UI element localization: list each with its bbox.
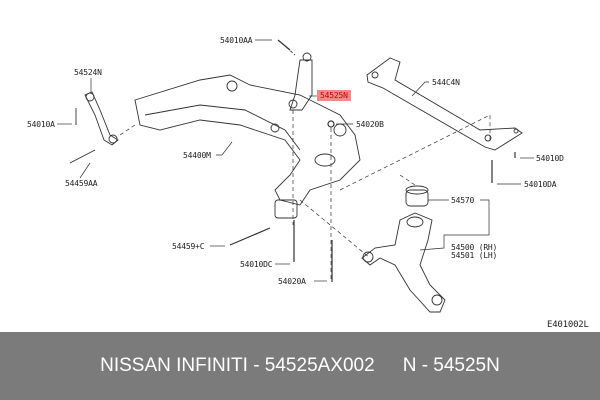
bushing-54570 — [405, 185, 429, 207]
label-54525n-highlighted[interactable]: 54525N — [317, 90, 351, 101]
label-54570[interactable]: 54570 — [451, 196, 475, 205]
mount-bushing — [274, 199, 298, 219]
part-number-footer: NISSAN INFINITI - 54525AX002 N - 54525N — [0, 332, 600, 400]
link-54524n — [69, 91, 119, 164]
bracket-54525n — [282, 43, 313, 111]
label-54010d[interactable]: 54010D — [536, 154, 564, 163]
assembly-guides — [119, 110, 491, 280]
short-part-number: N - 54525N — [402, 355, 500, 376]
bolts — [229, 39, 516, 282]
label-54020a[interactable]: 54020A — [278, 277, 306, 286]
full-part-number: NISSAN INFINITI - 54525AX002 — [100, 355, 375, 376]
label-54020b[interactable]: 54020B — [356, 120, 384, 129]
label-54459c[interactable]: 54459+C — [172, 242, 205, 251]
label-54459aa[interactable]: 54459AA — [65, 179, 98, 188]
subframe-54400m — [134, 74, 361, 206]
lower-arm-54500 — [361, 212, 446, 313]
label-54501-lh[interactable]: 54501 (LH) — [451, 251, 498, 260]
diagram-drawing — [57, 39, 534, 313]
label-54010dc[interactable]: 54010DC — [240, 260, 273, 269]
label-54524n[interactable]: 54524N — [74, 68, 102, 77]
figure-code: E401002L — [547, 320, 589, 330]
leader-lines — [57, 39, 534, 282]
parts-diagram: 54010AA 54524N 54010A 54459AA 54400M 544… — [27, 36, 589, 330]
label-544c4n[interactable]: 544C4N — [432, 78, 460, 87]
label-54010aa[interactable]: 54010AA — [220, 36, 253, 45]
label-54010da[interactable]: 54010DA — [524, 180, 557, 189]
label-54010a[interactable]: 54010A — [27, 120, 55, 129]
label-54400m[interactable]: 54400M — [183, 151, 211, 160]
member-544c4n — [366, 57, 523, 151]
label-54500-rh[interactable]: 54500 (RH) — [451, 243, 498, 252]
